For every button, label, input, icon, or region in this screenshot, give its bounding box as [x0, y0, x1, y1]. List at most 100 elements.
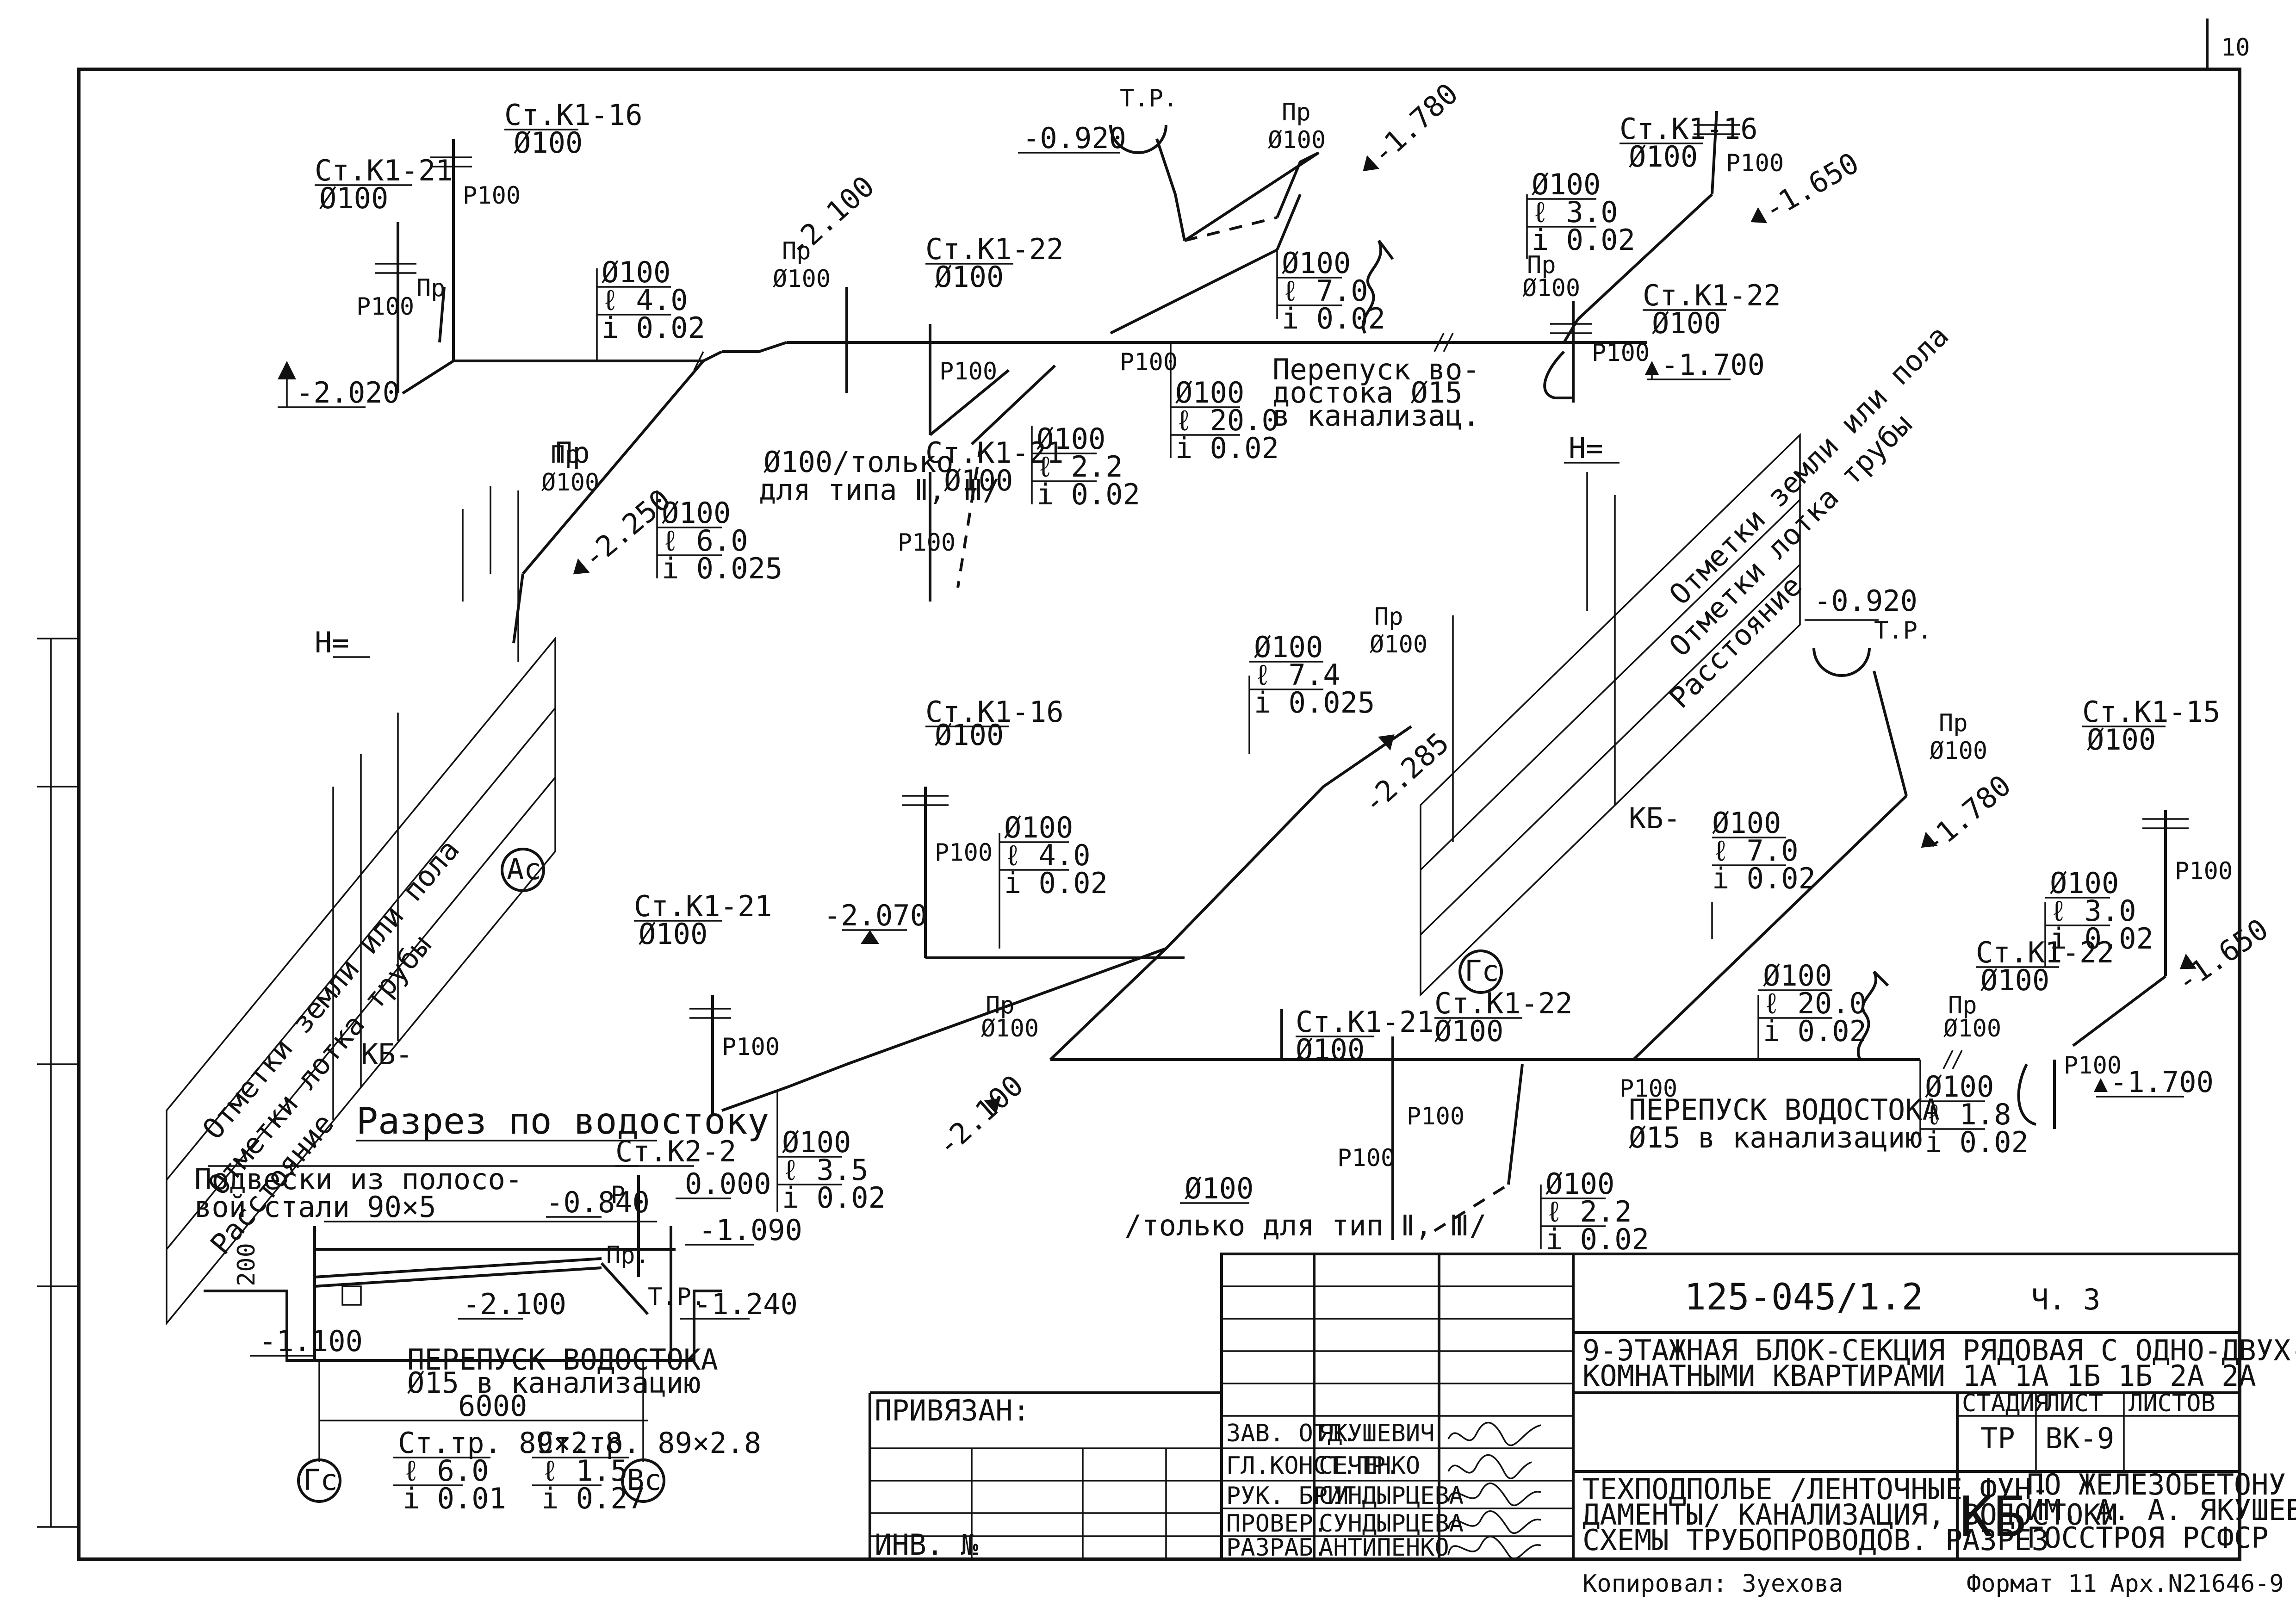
bypass-note: ПЕРЕПУСК ВОДОСТОКА [407, 1343, 718, 1377]
pipe-annotation: Ø100 ℓ 6.0 i 0.025 [656, 490, 782, 585]
pipe-annotation: Ø100 ℓ 20.0 i 0.02 [1170, 342, 1279, 465]
svg-text:i 0.01: i 0.01 [403, 1482, 506, 1515]
fitting-label: Р100 [1337, 1144, 1395, 1172]
bypass-note: достока Ø15 [1272, 376, 1463, 409]
fitting-label: Р100 [2064, 1052, 2122, 1079]
level-mark: -2.070 [824, 899, 927, 944]
clean-out-label: Ø100 [1370, 631, 1427, 658]
svg-text:ℓ 4.0: ℓ 4.0 [602, 283, 688, 317]
level-mark: 0.000 [685, 1167, 771, 1201]
svg-text:ℓ 7.4: ℓ 7.4 [1254, 658, 1340, 692]
clean-out-label: Ø100 [773, 265, 831, 293]
org-name: ИМ. А. А. ЯКУШЕВА [2027, 1493, 2296, 1527]
type-note: /только для тип Ⅱ, Ⅲ/ [1124, 1209, 1486, 1242]
clean-out-label: Пр [1527, 251, 1556, 279]
org-name: ПО ЖЕЛЕЗОБЕТОНУ [2027, 1468, 2286, 1501]
svg-text:ℓ 2.2: ℓ 2.2 [1036, 450, 1123, 484]
svg-text:Н=: Н= [1569, 431, 1603, 465]
riser-label: Ст.К1-22 [1643, 279, 1781, 312]
type-note: Ø100 [1185, 1172, 1253, 1205]
riser-diameter: Ø100 [1434, 1014, 1503, 1048]
svg-text:Пр: Пр [555, 436, 590, 470]
dimension: 200 [233, 1243, 261, 1286]
pipe-annotation: Ст.тр. 89×2.8 ℓ 6.0 i 0.01 [393, 1426, 622, 1515]
svg-text:-2.020: -2.020 [296, 376, 400, 409]
clean-out-label: Пр [551, 441, 580, 469]
fitting-label: Р100 [722, 1033, 780, 1061]
riser-label: Ст.К1-15 [2082, 695, 2221, 729]
bound-label: ПРИВЯЗАН: [875, 1394, 1030, 1427]
svg-text:i 0.02: i 0.02 [2050, 922, 2153, 955]
clean-out-label: Пр [1374, 603, 1403, 631]
signature [1447, 1421, 1541, 1446]
sheets-header: ЛИСТОВ [2128, 1390, 2215, 1417]
svg-text:ℓ 6.0: ℓ 6.0 [403, 1454, 489, 1488]
svg-text:ℓ 3.0: ℓ 3.0 [2050, 894, 2136, 928]
pipe-annotation: Ø100 ℓ 7.4 i 0.025 [1248, 630, 1375, 754]
svg-text:i 0.02: i 0.02 [1763, 1014, 1867, 1048]
svg-text:КБ-: КБ- [361, 1037, 413, 1071]
svg-text:6000: 6000 [458, 1389, 527, 1423]
stage-header: СТАДИЯ [1962, 1390, 2049, 1417]
riser-diameter: Ø100 [2087, 723, 2156, 757]
svg-text:-0.920: -0.920 [1814, 584, 1917, 618]
org-name: ГОССТРОЯ РСФСР [2027, 1521, 2269, 1555]
org-logo-text: КБ [1960, 1485, 2027, 1550]
svg-text:ℓ 20.0: ℓ 20.0 [1175, 403, 1279, 437]
fitting-label: Р100 [1620, 1075, 1677, 1103]
svg-text:ℓ 2.2: ℓ 2.2 [1545, 1195, 1632, 1228]
level-mark: -1.700 [2094, 1065, 2214, 1099]
signature [1447, 1510, 1541, 1534]
sheet-frame [77, 68, 2241, 1561]
clean-out-label: Ø100 [981, 1015, 1039, 1042]
gutter-label: Т.Р. [1120, 85, 1178, 112]
svg-text:ℓ 3.0: ℓ 3.0 [1532, 195, 1618, 229]
pipe-annotation: Ø100 ℓ 3.5 i 0.02 [776, 1092, 886, 1215]
part-number: Ч. 3 [2031, 1283, 2100, 1316]
svg-text:Ø100: Ø100 [1763, 959, 1832, 993]
level-mark: -2.020 [278, 361, 400, 409]
fitting-label: Р100 [2175, 857, 2233, 885]
svg-text:i 0.02: i 0.02 [602, 311, 705, 345]
staff-row: ПРОВЕР. СУНДЫРЦЕВА [1226, 1510, 1464, 1538]
signature [1447, 1483, 1541, 1506]
svg-text:ℓ 20.0: ℓ 20.0 [1763, 986, 1867, 1020]
description: ТЕХПОДПОЛЬЕ /ЛЕНТОЧНЫЕ ФУН- [1582, 1472, 2049, 1506]
svg-text:i 0.27: i 0.27 [541, 1482, 645, 1515]
svg-text:ПРОВЕР.: ПРОВЕР. [1226, 1510, 1328, 1538]
level-mark: -1.090 [699, 1213, 802, 1247]
riser-label: Ст.К1-21 [1296, 1005, 1434, 1039]
gutter-label: Т.Р. [1874, 617, 1932, 645]
svg-text:i 0.025: i 0.025 [662, 552, 782, 585]
level-mark: -0.840 [546, 1185, 650, 1219]
svg-text:Ø100: Ø100 [782, 1125, 851, 1159]
clean-out-label: Пр [986, 992, 1015, 1019]
svg-text:РУК. БРИГ.: РУК. БРИГ. [1226, 1482, 1371, 1510]
clean-out-label: Пр [1948, 992, 1977, 1019]
pipe-annotation: Ø100 ℓ 2.2 i 0.02 [1540, 1167, 1649, 1256]
type-note: для типа Ⅱ, Ⅲ/ [759, 473, 1000, 507]
svg-text:Н=: Н= [315, 626, 349, 659]
pipe-annotation: Ø100 ℓ 2.2 i 0.02 [1031, 422, 1140, 511]
profile-band: Н= КБ- Пр [166, 436, 590, 1326]
inv-label: ИНВ. № [875, 1528, 979, 1562]
signature [1447, 1454, 1532, 1479]
top-main-pipe [402, 350, 723, 395]
svg-text:-1.700: -1.700 [1661, 348, 1765, 382]
svg-text:Ø100: Ø100 [1004, 811, 1073, 844]
svg-text:ℓ 7.0: ℓ 7.0 [1712, 834, 1799, 868]
svg-text:ЯКУШЕВИЧ: ЯКУШЕВИЧ [1319, 1420, 1434, 1447]
sheet-header: ЛИСТ [2045, 1390, 2103, 1417]
svg-text:Ø100: Ø100 [1532, 168, 1601, 201]
riser-label: Ст.К1-16 [504, 98, 643, 132]
pr-label: Пр. [606, 1241, 650, 1269]
stage-value: ТР [1980, 1421, 2015, 1455]
svg-text:ГЛ.КОНСТ.ПР.: ГЛ.КОНСТ.ПР. [1226, 1452, 1400, 1480]
svg-text:Ø100: Ø100 [602, 255, 670, 289]
svg-text:i 0.02: i 0.02 [1712, 862, 1816, 895]
svg-text:i 0.02: i 0.02 [1036, 478, 1140, 511]
profile-band: Н= КБ- [1420, 431, 1801, 997]
riser-diameter: Ø100 [639, 917, 707, 951]
svg-text:Ст.тр. 89×2.8: Ст.тр. 89×2.8 [398, 1426, 622, 1460]
bypass-note: Ø15 в канализацию [407, 1366, 701, 1400]
